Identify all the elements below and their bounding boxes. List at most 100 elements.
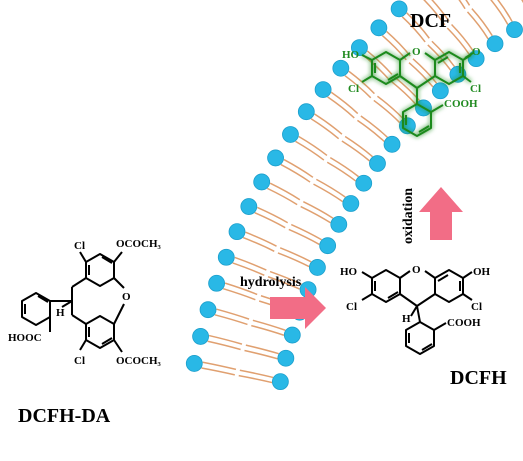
lipid-tail — [242, 236, 275, 252]
dcfh-da-label: DCFH-DA — [18, 405, 111, 427]
lipid-tail — [298, 135, 328, 157]
dcf-cooh: COOH — [444, 98, 478, 110]
lipid-tail — [412, 58, 438, 84]
dcfh-da-hooc: HOOC — [8, 332, 42, 344]
lipid-tail — [222, 287, 256, 301]
lipid-tail — [251, 324, 285, 336]
dcfh-da-structure: Cl OCOCH₃ H O HOOC Cl OCOCH₃ — [8, 238, 162, 367]
dcfh-oh: OH — [473, 266, 491, 278]
lipid-tail — [254, 212, 286, 229]
lipid-head — [355, 174, 373, 192]
lipid-tail — [214, 314, 248, 326]
lipid-tail — [458, 0, 466, 10]
dcf-label: DCF — [410, 10, 451, 32]
lipid-tail — [423, 0, 446, 26]
oxidation-arrow — [419, 187, 463, 240]
lipid-tail — [386, 30, 411, 57]
lipid-head — [370, 19, 388, 37]
lipid-tail — [360, 115, 388, 138]
dcfh-da-cl-bottom: Cl — [74, 355, 85, 367]
dcfh-structure: HO O OH Cl Cl H COOH — [340, 264, 491, 355]
dcfh-da-h: H — [56, 307, 65, 319]
dcfh-cl-right: Cl — [471, 301, 482, 313]
lipid-head — [319, 237, 337, 255]
lipid-tail — [277, 252, 310, 268]
dcfh-da-ococh3-top: OCOCH₃ — [116, 238, 162, 250]
lipid-tail — [202, 361, 237, 371]
lipid-head — [309, 259, 326, 276]
dcf-o-keto: O — [472, 46, 481, 58]
lipid-head — [506, 21, 523, 39]
lipid-tail — [376, 95, 404, 120]
lipid-tail — [300, 205, 331, 224]
lipid-head — [330, 215, 348, 233]
dcfh-da-ococh3-bottom: OCOCH₃ — [116, 355, 162, 367]
dcfh-da-o: O — [122, 291, 131, 303]
dcf-structure: HO O O Cl Cl COOH — [342, 46, 481, 137]
dcf-cl-right: Cl — [470, 83, 481, 95]
lipid-tail — [329, 157, 359, 178]
lipid-tail — [269, 182, 301, 201]
lipid-head — [192, 328, 209, 345]
lipid-tail — [446, 27, 470, 55]
lipid-head — [297, 103, 315, 121]
lipid-head — [383, 135, 401, 153]
lipid-tail — [356, 119, 385, 142]
lipid-tail — [373, 99, 401, 124]
dcfh-cooh: COOH — [447, 317, 481, 329]
lipid-head — [271, 373, 289, 391]
lipid-tail — [490, 0, 509, 25]
dcf-ho: HO — [342, 49, 360, 61]
lipid-tail — [208, 334, 243, 345]
hydrolysis-arrow — [270, 287, 326, 329]
dcfh-cl-left: Cl — [346, 301, 357, 313]
lipid-tail — [451, 23, 474, 52]
dcfh-o: O — [412, 264, 421, 276]
lipid-tail — [466, 11, 489, 40]
lipid-tail — [303, 201, 334, 219]
lipid-tail — [239, 369, 274, 379]
lipid-tail — [216, 308, 250, 320]
dcf-o-ring: O — [412, 46, 421, 58]
lipid-tail — [406, 12, 430, 39]
lipid-tail — [224, 282, 258, 296]
lipid-bilayer-membrane — [185, 0, 523, 391]
lipid-tail — [315, 178, 346, 198]
lipid-tail — [310, 118, 340, 140]
lipid-tail — [207, 340, 241, 351]
lipid-tail — [234, 256, 267, 271]
lipid-head — [282, 126, 299, 143]
lipid-tail — [341, 140, 370, 162]
lipid-head — [217, 248, 235, 266]
lipid-tail — [256, 206, 289, 224]
lipid-tail — [313, 183, 344, 203]
lipid-tail — [465, 0, 471, 6]
lipid-tail — [245, 231, 277, 247]
lipid-tail — [344, 135, 374, 158]
lipid-head — [208, 274, 225, 292]
lipid-head — [342, 195, 360, 212]
lipid-tail — [366, 50, 393, 75]
lipid-tail — [232, 262, 265, 276]
dcfh-label: DCFH — [450, 367, 507, 389]
lipid-tail — [326, 161, 357, 182]
dcfh-ho: HO — [340, 266, 358, 278]
lipid-tail — [314, 113, 343, 135]
lipid-head — [431, 82, 449, 100]
lipid-head — [185, 355, 203, 372]
lipid-head — [449, 65, 467, 83]
lipid-head — [351, 39, 368, 57]
lipid-tail — [344, 75, 372, 99]
hydrolysis-label: hydrolysis — [240, 275, 302, 290]
lipid-tail — [330, 91, 359, 115]
lipid-head — [228, 223, 246, 241]
lipid-head — [277, 349, 295, 367]
lipid-tail — [238, 374, 273, 384]
lipid-tail — [295, 140, 325, 161]
lipid-tail — [431, 0, 450, 22]
lipid-tail — [290, 223, 323, 241]
lipid-head — [486, 35, 504, 53]
lipid-head — [369, 155, 386, 172]
lipid-head — [314, 81, 332, 99]
